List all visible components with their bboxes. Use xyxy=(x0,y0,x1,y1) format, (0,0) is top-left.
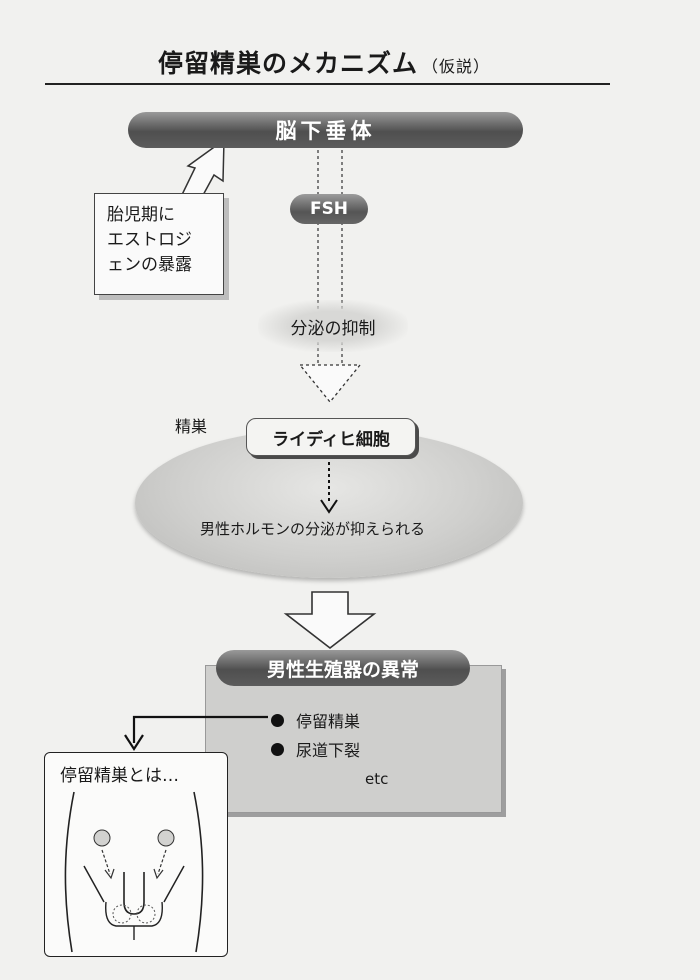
scrotum-empty-left xyxy=(112,904,132,924)
fsh-badge: FSH xyxy=(290,194,368,224)
anatomy-illustration xyxy=(64,791,204,953)
callout-line-3: ェンの暴露 xyxy=(107,255,192,275)
title-rule xyxy=(45,83,610,85)
abnormality-title: 男性生殖器の異常 xyxy=(216,650,470,686)
title-note: （仮説） xyxy=(422,57,491,76)
inhibition-arrow-icon xyxy=(298,364,362,404)
abnormality-item-label: 尿道下裂 xyxy=(296,741,361,760)
abnormality-box xyxy=(205,665,502,813)
pituitary-label: 脳下垂体 xyxy=(128,112,523,148)
inset-title: 停留精巣とは… xyxy=(60,766,179,786)
page-title: 停留精巣のメカニズム（仮説） xyxy=(158,44,490,80)
callout-line-1: 胎児期に xyxy=(107,205,175,225)
dotted-arrow-icon xyxy=(320,462,338,514)
down-arrow-icon xyxy=(283,591,377,650)
abnormality-etc: etc xyxy=(365,770,389,788)
penis-outline xyxy=(123,872,145,915)
abnormality-item-hypospadias: 尿道下裂 xyxy=(271,737,360,761)
abnormality-item-label: 停留精巣 xyxy=(296,712,361,731)
abnormality-item-cryptorchidism: 停留精巣 xyxy=(271,708,360,732)
title-main: 停留精巣のメカニズム xyxy=(158,49,419,78)
body-outline-left xyxy=(64,791,75,953)
undescended-testis-left xyxy=(93,829,111,847)
callout-line-2: エストロジ xyxy=(107,230,192,250)
bullet-icon xyxy=(271,742,284,756)
cryptorchidism-inset xyxy=(44,752,228,957)
testis-label: 精巣 xyxy=(175,417,208,436)
body-outline-right xyxy=(193,791,204,953)
exposure-callout: 胎児期に エストロジ ェンの暴露 xyxy=(94,193,224,295)
hormone-suppressed-text: 男性ホルモンの分泌が抑えられる xyxy=(200,520,426,538)
elbow-arrow-icon xyxy=(124,715,268,752)
scrotum-empty-right xyxy=(136,904,156,924)
undescended-testis-right xyxy=(157,829,175,847)
bullet-icon xyxy=(271,713,284,727)
leydig-cell-label: ライディヒ細胞 xyxy=(246,418,416,456)
inhibition-label: 分泌の抑制 xyxy=(258,300,408,352)
